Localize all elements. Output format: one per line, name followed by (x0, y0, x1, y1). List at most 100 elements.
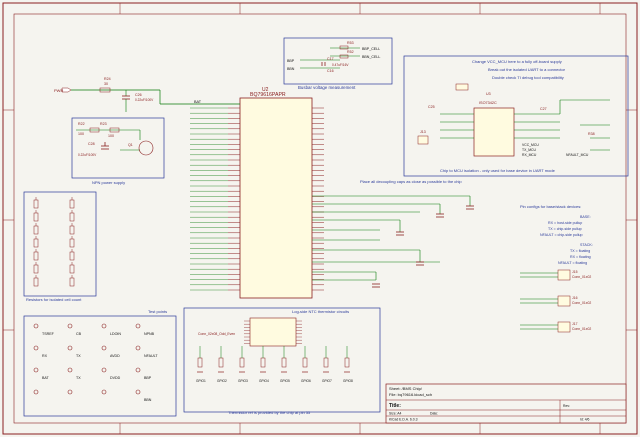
title-size: Size: A4 (389, 412, 402, 416)
gpio-label: GPIO7 (322, 379, 332, 383)
iso-note-1: Change VCC_MCU here to a fully off-board… (472, 59, 562, 64)
pin-config-line-7: RX = floating (570, 255, 591, 259)
gpio-label: GPIO2 (217, 379, 227, 383)
right-connectors: J15 Conn_01x02 J16 Conn_01x02 J17 Conn_0… (520, 269, 591, 333)
title-rev: Rev: (563, 404, 570, 408)
test-point-icon (67, 389, 73, 395)
busbar-c16: C16 (327, 69, 334, 73)
r22-ref: R22 (78, 122, 85, 126)
net-pwr: PWR (54, 88, 63, 93)
pin-config-notes: Pin configs for base/stack devices: BASE… (520, 204, 593, 265)
c28-ref: C28 (88, 142, 95, 146)
busbar-cap-value: 0.47uF/16V (332, 63, 349, 67)
title-block: Sheet: /BMS Chip/ File: bq79616.kicad_sc… (385, 383, 627, 424)
thermistor-block: Log-side NTC thermistor circuits Conn_02… (183, 307, 381, 415)
gpio-label: GPIO4 (259, 379, 269, 383)
q1-ref: Q1 (128, 143, 133, 147)
net-bbn: BBN (287, 67, 295, 71)
iso-block: Change VCC_MCU here to a fully off-board… (403, 55, 629, 177)
test-point-icon (67, 323, 73, 329)
j17-ref: J17 (572, 322, 578, 326)
test-point-icon (135, 323, 141, 329)
test-point-label: BBP (144, 376, 152, 380)
test-point-label: AVDD (110, 354, 120, 358)
thermistor-footer: Thermistor ref is provided by the chip a… (228, 410, 311, 415)
test-point-label: BBN (144, 398, 152, 402)
iso-c27: C27 (540, 107, 547, 111)
net-bbp: BBP (287, 59, 295, 63)
iso-c25: C25 (428, 105, 435, 109)
r23-ref: R23 (100, 122, 107, 126)
pin-config-line-4: NFAULT = chip-side pullup (540, 233, 583, 237)
gpio-label: GPIO6 (301, 379, 311, 383)
npn-title: NPN power supply (92, 180, 125, 185)
ic-u2: U2 BQ79616PAPR (190, 87, 324, 299)
test-point-icon (67, 345, 73, 351)
test-point-icon (101, 345, 107, 351)
busbar-c17: C17 (327, 57, 334, 61)
pin-config-line-3: TX = chip-side pullup (548, 227, 582, 231)
resistor-block-title: Resistors for isolated cell count (26, 297, 82, 302)
test-point-icon (135, 367, 141, 373)
test-point-label: NPNB (144, 332, 155, 336)
iso-note-3: Double check TI debug tool compatibility (492, 75, 564, 80)
j15-ref: J15 (572, 270, 578, 274)
decoupling-note: Place all decoupling caps as close as po… (360, 179, 462, 184)
net-rx-mcu: RX_MCU (522, 153, 537, 157)
j16-ref: J16 (572, 296, 578, 300)
iso-j13: J13 (420, 130, 426, 134)
test-point-label: CB (76, 332, 82, 336)
test-point-label: BAT (42, 376, 50, 380)
test-point-label: NFAULT (144, 354, 158, 358)
gpio-label: GPIO3 (238, 379, 248, 383)
net-nfault-mcu: NFAULT_MCU (566, 153, 589, 157)
busbar-title: Busbar voltage measurement (298, 85, 356, 90)
test-point-icon (101, 389, 107, 395)
j17-name: Conn_01x02 (572, 327, 591, 331)
title-sheet: Sheet: /BMS Chip/ (389, 386, 423, 391)
j15-name: Conn_01x02 (572, 275, 591, 279)
battery-input: PWR R24 30 C26 0.22uF/100V BAT (54, 77, 240, 112)
gpio-label: GPIO5 (280, 379, 290, 383)
thermistor-connector: Conn_02x08_Odd_Even (198, 332, 235, 336)
c26-ref: C26 (135, 93, 142, 97)
test-point-label: TX (76, 354, 81, 358)
pin-config-line-8: NFAULT = floating (558, 261, 587, 265)
test-point-icon (67, 367, 73, 373)
test-point-icon (135, 389, 141, 395)
title-kicad: KiCad E.D.A. 6.0.3 (389, 418, 418, 422)
pin-config-line-5: STACK: (580, 243, 593, 247)
title-date: Date: (430, 412, 438, 416)
r22-value: 100 (78, 132, 84, 136)
npn-block: R22 100 R23 100 C28 0.22uF/100V Q1 NPN p… (71, 117, 165, 185)
r24-ref: R24 (104, 77, 111, 81)
u2-ref: U2 (262, 87, 269, 93)
pin-config-line-2: RX = host-side pullup (548, 221, 582, 225)
test-point-icon (33, 345, 39, 351)
decoupling-caps (372, 205, 474, 288)
net-vcc-mcu: VCC_MCU (522, 143, 539, 147)
title-file: File: bq79616.kicad_sch (389, 392, 432, 397)
pin-config-title: Pin configs for base/stack devices: (520, 204, 581, 209)
test-point-label: TX (76, 376, 81, 380)
busbar-r52: R52 (347, 50, 354, 54)
test-point-icon (33, 323, 39, 329)
pin-config-line-1: BASE: (580, 215, 591, 219)
c28-value: 0.22uF/100V (78, 153, 97, 157)
iso-caption: Chip to MCU isolation - only used for ba… (440, 168, 556, 173)
r24-value: 30 (104, 82, 108, 86)
net-tx-mcu: TX_MCU (522, 148, 536, 152)
r23-value: 100 (108, 134, 114, 138)
pin-config-line-6: TX = floating (570, 249, 590, 253)
test-point-icon (33, 367, 39, 373)
iso-u3: U3 (486, 92, 491, 96)
thermistor-title: Log-side NTC thermistor circuits (292, 309, 349, 314)
gpio-label: GPIO8 (343, 379, 353, 383)
iso-r38: R38 (588, 132, 595, 136)
busbar-r53: R53 (347, 41, 354, 45)
busbar-block: R53 R52 C17 C16 BBP BBN BBP_CELL BBN_CEL… (283, 37, 393, 90)
test-point-icon (101, 323, 107, 329)
u2-value: BQ79616PAPR (250, 92, 286, 98)
title-id: Id: 4/6 (580, 418, 590, 422)
